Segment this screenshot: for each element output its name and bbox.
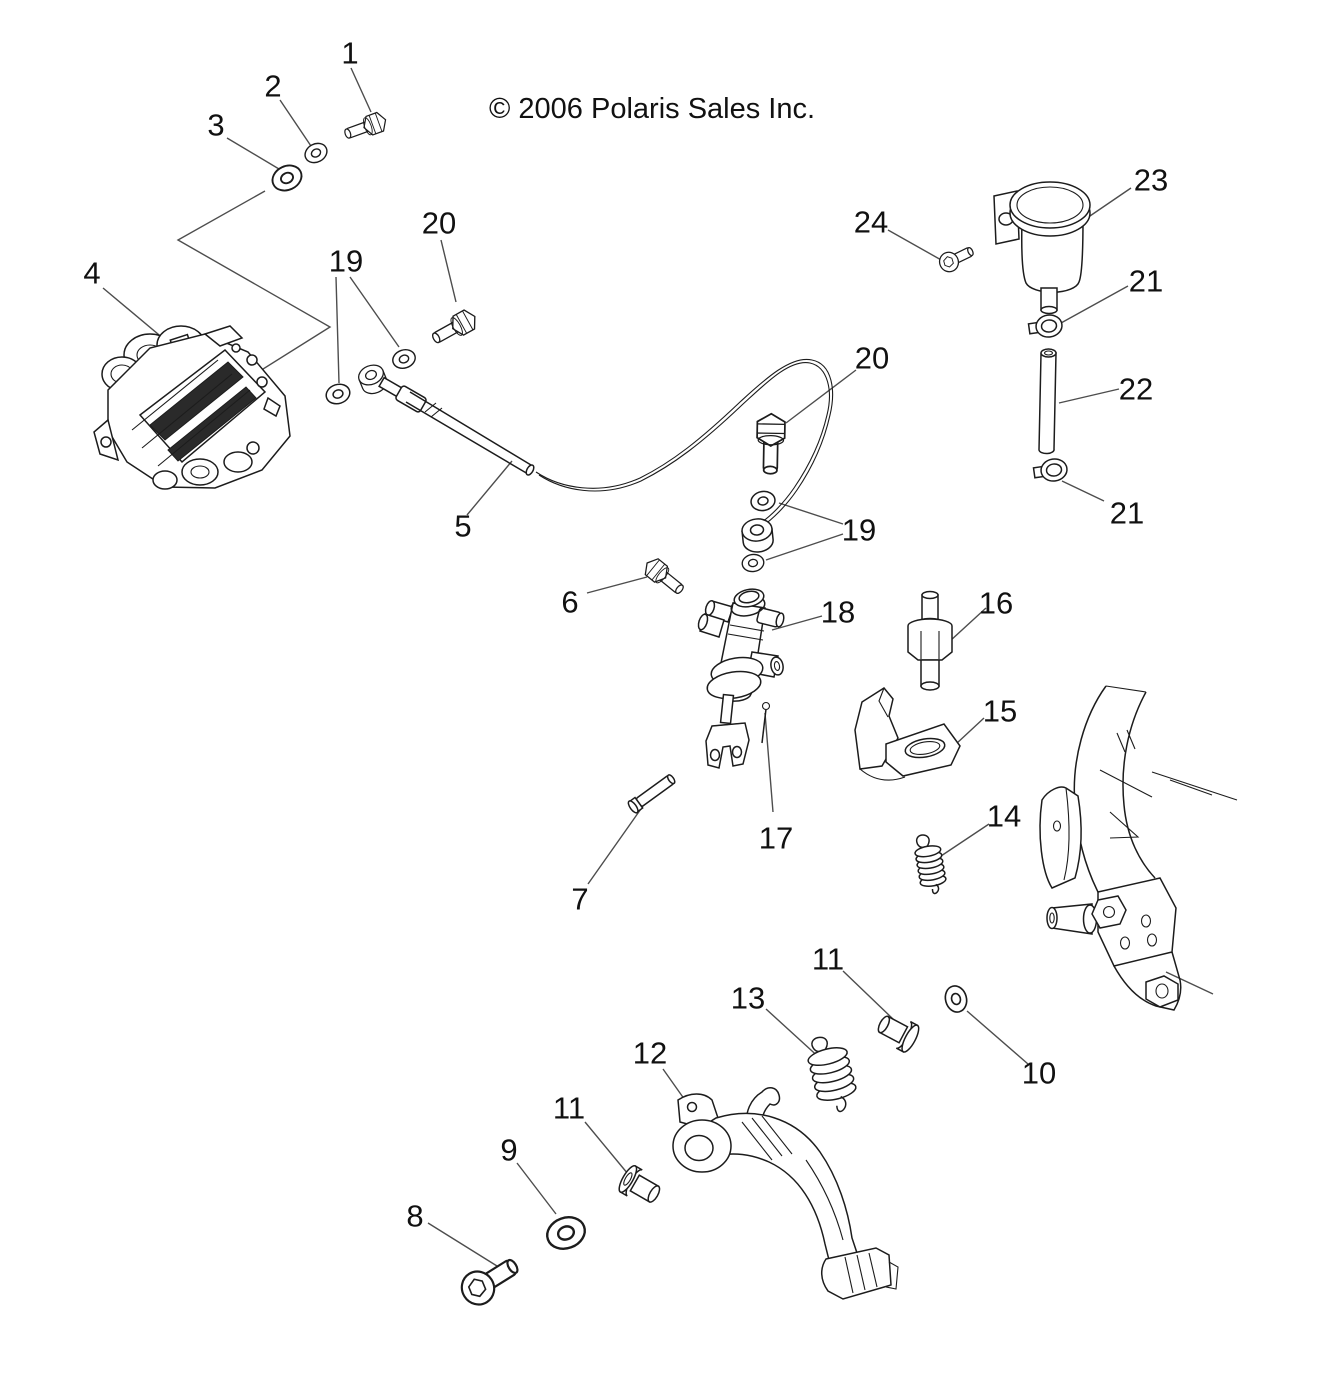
part-callout-1: 1 bbox=[341, 35, 359, 71]
part-callout-19: 19 bbox=[841, 512, 877, 548]
part-callout-21: 21 bbox=[1128, 263, 1164, 299]
spring-part13 bbox=[807, 1036, 857, 1113]
part-callout-4: 4 bbox=[83, 255, 101, 291]
tube-part22 bbox=[1038, 348, 1057, 455]
washer-part9 bbox=[541, 1210, 591, 1256]
bushings-part11 bbox=[618, 1015, 920, 1203]
brake-caliper-part4 bbox=[93, 325, 291, 490]
master-cylinder-part18 bbox=[697, 588, 785, 769]
bolt-part6 bbox=[640, 554, 689, 600]
part-callout-22: 22 bbox=[1118, 371, 1154, 407]
part-callout-24: 24 bbox=[853, 204, 889, 240]
washers-part19 bbox=[322, 346, 778, 574]
part-callout-21: 21 bbox=[1109, 495, 1145, 531]
cotter-pin-part17 bbox=[761, 701, 771, 744]
leader-lines bbox=[102, 67, 1214, 1267]
part-callout-12: 12 bbox=[632, 1035, 668, 1071]
brake-pedal-part12 bbox=[672, 1087, 899, 1300]
part-callout-2: 2 bbox=[264, 68, 282, 104]
part-callout-6: 6 bbox=[561, 584, 579, 620]
part-callout-16: 16 bbox=[978, 585, 1014, 621]
hex-bolts-part20 bbox=[427, 306, 786, 475]
clevis-pin-part7 bbox=[627, 774, 676, 814]
part-callout-11: 11 bbox=[811, 941, 845, 977]
part-callout-10: 10 bbox=[1021, 1055, 1057, 1091]
part-callout-20: 20 bbox=[854, 340, 890, 376]
frame-section bbox=[1039, 685, 1238, 1011]
switch-part16 bbox=[907, 590, 953, 691]
part-callout-13: 13 bbox=[730, 980, 766, 1016]
part-callout-18: 18 bbox=[820, 594, 856, 630]
spring-part14 bbox=[914, 834, 947, 895]
washer-part10 bbox=[941, 982, 971, 1016]
bolt-part8 bbox=[454, 1249, 526, 1312]
part-callout-20: 20 bbox=[421, 205, 457, 241]
part-callout-7: 7 bbox=[571, 881, 589, 917]
part-callout-3: 3 bbox=[207, 107, 225, 143]
part-callout-14: 14 bbox=[986, 798, 1022, 834]
part-callout-11: 11 bbox=[552, 1090, 586, 1126]
part-callout-17: 17 bbox=[758, 820, 794, 856]
part-callout-23: 23 bbox=[1133, 162, 1169, 198]
washer-part2 bbox=[300, 138, 332, 168]
part-callout-19: 19 bbox=[328, 243, 364, 279]
part-callout-9: 9 bbox=[500, 1132, 518, 1168]
bolt-part1 bbox=[341, 109, 390, 145]
reservoir-part23 bbox=[993, 181, 1091, 315]
part-callout-8: 8 bbox=[406, 1198, 424, 1234]
bracket-part15 bbox=[854, 687, 961, 781]
bolt-part24 bbox=[935, 241, 978, 276]
copyright-notice: © 2006 Polaris Sales Inc. bbox=[489, 93, 816, 125]
part-callout-15: 15 bbox=[982, 693, 1018, 729]
brake-line-part5 bbox=[355, 358, 834, 555]
part-callout-5: 5 bbox=[454, 508, 472, 544]
